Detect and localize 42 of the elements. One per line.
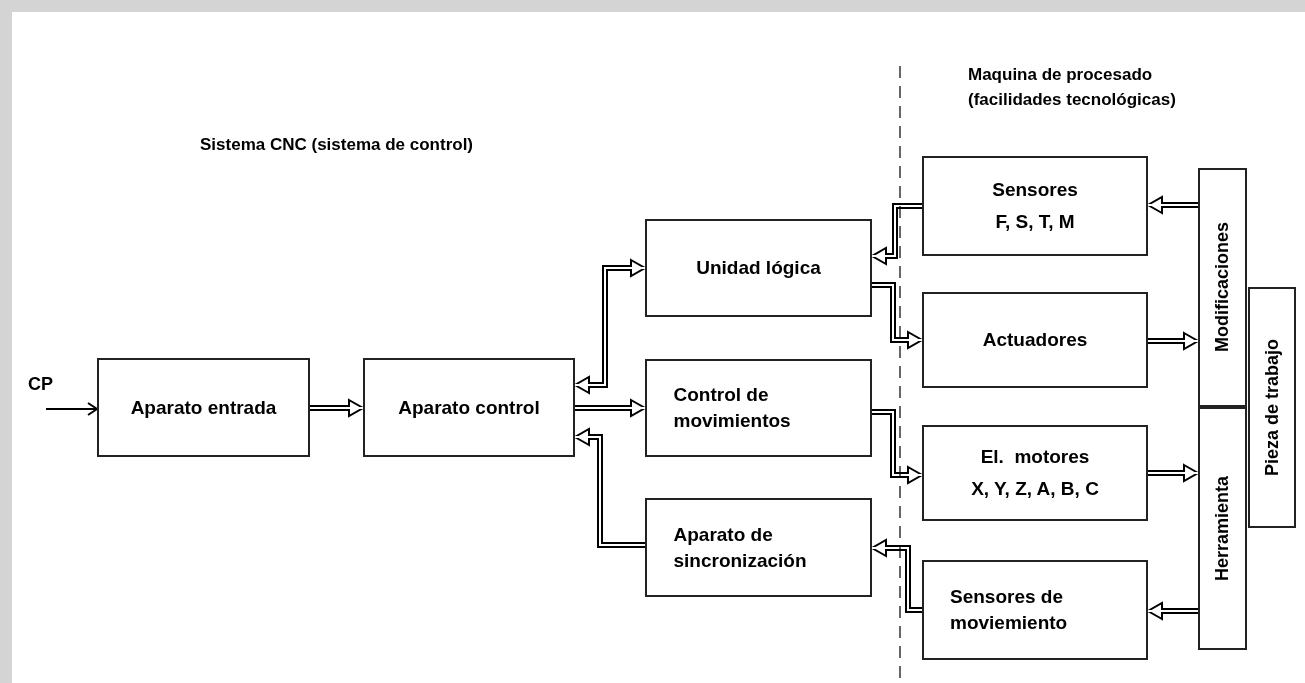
section-title: Sistema CNC (sistema de control) bbox=[200, 134, 474, 156]
double-arrow bbox=[1148, 464, 1199, 482]
box-label: Aparato de sincronización bbox=[673, 522, 808, 573]
process-box bbox=[97, 358, 310, 457]
box-label: Aparato entrada bbox=[130, 395, 277, 420]
box-label: X, Y, Z, A, B, C bbox=[971, 477, 1099, 501]
arrow bbox=[45, 402, 98, 416]
box-label: Modificaciones bbox=[1211, 222, 1233, 353]
double-arrow bbox=[575, 399, 646, 417]
box-label: F, S, T, M bbox=[995, 210, 1075, 234]
process-box bbox=[645, 359, 872, 457]
process-box bbox=[645, 498, 872, 597]
box-label: Sensores bbox=[992, 178, 1078, 202]
box-label: Unidad lógica bbox=[696, 256, 821, 280]
double-arrow bbox=[871, 539, 922, 613]
box-label: Pieza de trabajo bbox=[1260, 338, 1283, 477]
box-label: El. motores bbox=[980, 445, 1090, 469]
double-arrow bbox=[1147, 196, 1198, 214]
double-arrow bbox=[310, 399, 364, 417]
box-label: Aparato control bbox=[398, 395, 540, 420]
box-label: Sensores de moviemiento bbox=[950, 585, 1069, 635]
box-label: Control de movimientos bbox=[673, 383, 792, 433]
process-box bbox=[922, 156, 1148, 256]
vertical-box bbox=[1198, 407, 1247, 650]
box-label: Herramienta bbox=[1211, 475, 1233, 581]
double-arrow bbox=[872, 282, 923, 349]
box-label: Actuadores bbox=[982, 328, 1088, 352]
process-box bbox=[645, 219, 872, 317]
vertical-box bbox=[1198, 168, 1247, 407]
vertical-box bbox=[1248, 287, 1296, 528]
double-arrow bbox=[1148, 332, 1199, 350]
double-arrow bbox=[574, 259, 646, 394]
double-arrow bbox=[872, 409, 923, 484]
edge-label: CP bbox=[26, 375, 55, 393]
process-box bbox=[922, 560, 1148, 660]
double-arrow bbox=[871, 203, 922, 265]
process-box bbox=[922, 292, 1148, 388]
process-box bbox=[922, 425, 1148, 521]
double-arrow bbox=[574, 428, 645, 548]
process-box bbox=[363, 358, 575, 457]
double-arrow bbox=[1147, 602, 1198, 620]
section-title: Maquina de procesado (facilidades tecnológicas) bbox=[968, 64, 1177, 111]
